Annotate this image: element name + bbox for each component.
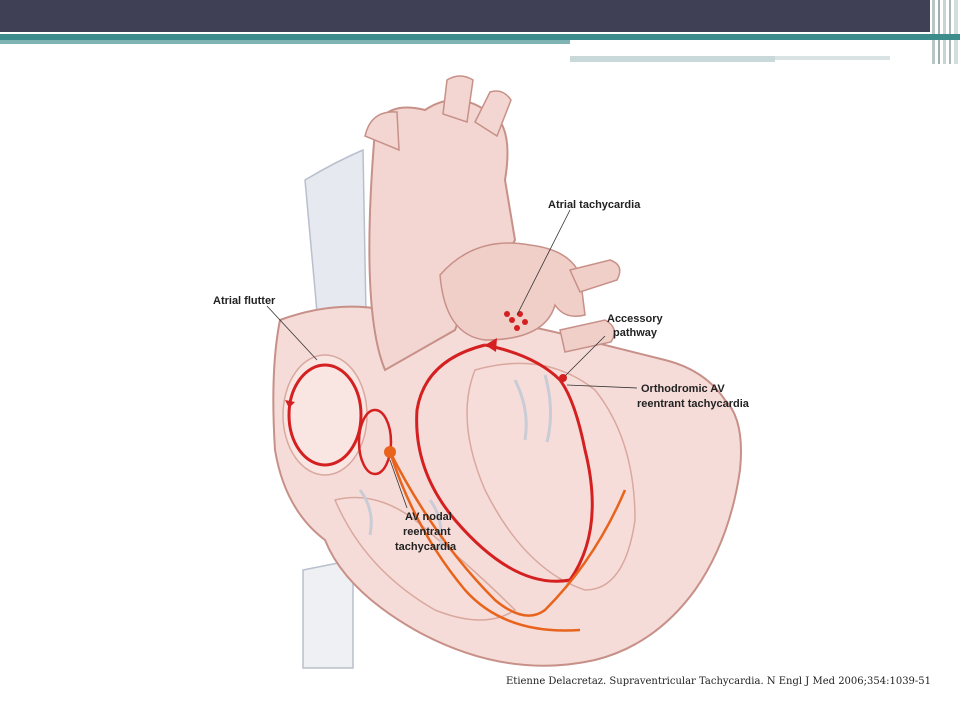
pulmonary-vein-lower [559,319,616,353]
bundle-branch-left [388,451,627,617]
right-atrium [282,354,368,476]
orthodromic-arrow [485,338,497,352]
atrial-tachycardia-focus [504,311,528,331]
pulmonary-artery [439,242,586,341]
label-avnrt-line3: tachycardia [395,541,457,553]
label-orthodromic-line2: reentrant tachycardia [637,398,750,410]
pulmonary-vein-upper [568,259,621,293]
leader-avnrt [389,459,408,509]
leader-orthodromic [566,384,638,389]
inferior-vena-cava [302,559,354,669]
header-accent-line [0,34,960,40]
aorta [368,99,517,372]
valve-leaflets [358,374,553,551]
aortic-branch-2 [474,90,512,138]
avnrt-circuit [357,408,393,476]
header-divider [570,56,775,62]
label-avnrt-line2: reentrant [403,526,451,538]
header-accent-line-light [0,40,570,44]
label-atrial-flutter: Atrial flutter [213,295,276,307]
leader-accessory-pathway [564,335,606,377]
leader-atrial-flutter [266,305,318,361]
figure-citation: Etienne Delacretaz. Supraventricular Tac… [506,676,932,687]
label-accessory-pathway-line2: pathway [613,327,658,339]
atrial-flutter-arrow [285,400,295,408]
left-ventricle [466,362,636,591]
label-atrial-tachycardia: Atrial tachycardia [548,199,641,211]
header-divider-short [775,56,890,60]
label-orthodromic-line1: Orthodromic AV [641,383,725,395]
leader-atrial-tachycardia [516,209,571,316]
label-accessory-pathway-line1: Accessory [607,313,664,325]
right-ventricle [333,496,517,621]
slide-header-bar [0,0,960,32]
bundle-branch-right [388,451,581,632]
aortic-branch-1 [442,75,474,123]
atrial-flutter-circuit [287,363,363,467]
heart-conduction-diagram: Atrial tachycardia Atrial flutter Access… [213,75,750,669]
aortic-branch-3 [364,111,400,152]
label-avnrt-line1: AV nodal [405,511,452,523]
header-decoration [930,0,960,64]
